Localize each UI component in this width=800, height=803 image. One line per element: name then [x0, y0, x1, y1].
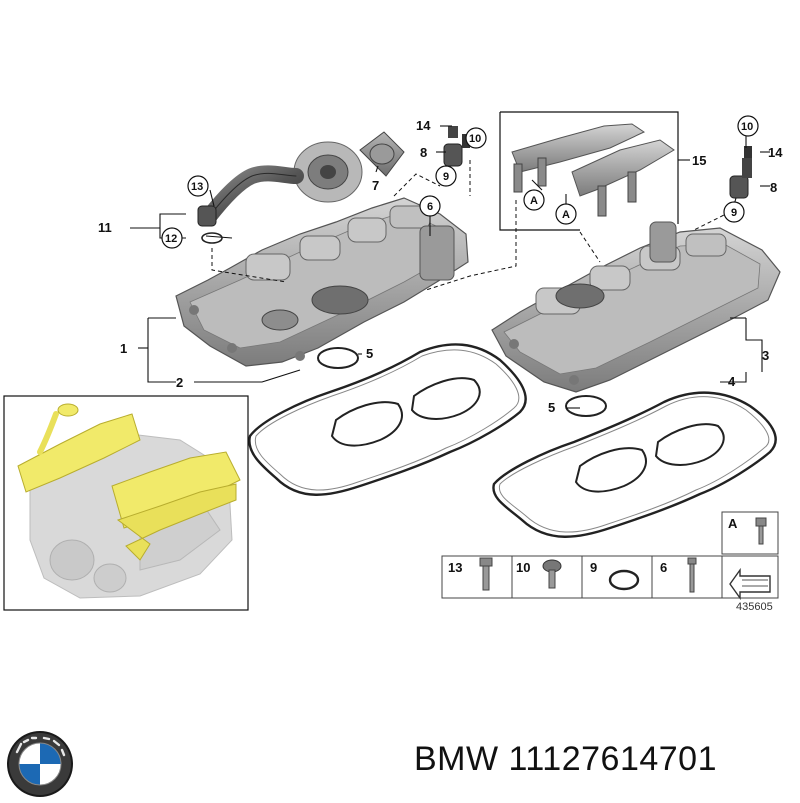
legend-label-10: 10 [516, 560, 530, 575]
fastener-legend: A 13 10 9 6 435605 [441, 511, 779, 613]
gasket-right [492, 391, 777, 538]
legend-bolt-13-icon [479, 557, 493, 591]
callout-14-left: 14 [416, 118, 431, 133]
reference-number: 435605 [736, 601, 773, 613]
right-valve-cover [491, 221, 781, 393]
part-number: BMW 11127614701 [414, 740, 717, 778]
circled-callouts [161, 115, 759, 249]
callout-8-left: 8 [420, 145, 427, 160]
legend-label-a: A [728, 516, 738, 531]
legend-bolt-a-icon [755, 517, 767, 545]
legend-bolt-6-icon [687, 557, 697, 593]
callout-6: 6 [427, 201, 433, 213]
leader-lines [130, 125, 770, 409]
left-valve-cover [175, 197, 469, 367]
callout-10-right: 10 [741, 121, 753, 133]
callout-a-right: A [562, 209, 570, 221]
legend-label-13: 13 [448, 560, 462, 575]
callout-5-left: 5 [366, 346, 373, 361]
callout-15: 15 [692, 153, 706, 168]
o-ring-5-right [565, 395, 607, 417]
callout-13: 13 [191, 181, 203, 193]
callout-8-right: 8 [770, 180, 777, 195]
legend-label-6: 6 [660, 560, 667, 575]
callout-11: 11 [98, 220, 112, 235]
callouts: 1 2 3 4 5 5 7 11 14 8 15 14 8 [98, 118, 783, 415]
o-ring-12 [201, 232, 223, 244]
callout-12: 12 [165, 233, 177, 245]
circled-callout-text: 13 12 6 9 10 10 9 A A [165, 121, 753, 245]
bracket-assembly-15 [499, 111, 679, 231]
callout-3: 3 [762, 348, 769, 363]
callout-9-right: 9 [731, 207, 737, 219]
callout-7: 7 [372, 178, 379, 193]
legend-arrow-icon [729, 567, 771, 601]
bmw-logo [2, 730, 80, 798]
engine-overview-inset [3, 395, 249, 611]
callout-9-left: 9 [443, 171, 449, 183]
dashed-lines [211, 160, 731, 291]
callout-5-right: 5 [548, 400, 555, 415]
legend-screw-10-icon [542, 559, 562, 589]
callout-a-left: A [530, 195, 538, 207]
oil-filler-cap [293, 131, 405, 203]
legend-label-9: 9 [590, 560, 597, 575]
o-ring-5-left [317, 347, 359, 369]
callout-4: 4 [728, 374, 736, 389]
sensor-left [443, 126, 470, 167]
sensor-right [729, 146, 752, 199]
callout-1: 1 [120, 341, 127, 356]
callout-10-left: 10 [469, 133, 481, 145]
breather-hose [197, 165, 304, 227]
legend-o-ring-9-icon [608, 569, 640, 591]
callout-2: 2 [176, 375, 183, 390]
gasket-left [248, 343, 527, 496]
callout-14-right: 14 [768, 145, 783, 160]
